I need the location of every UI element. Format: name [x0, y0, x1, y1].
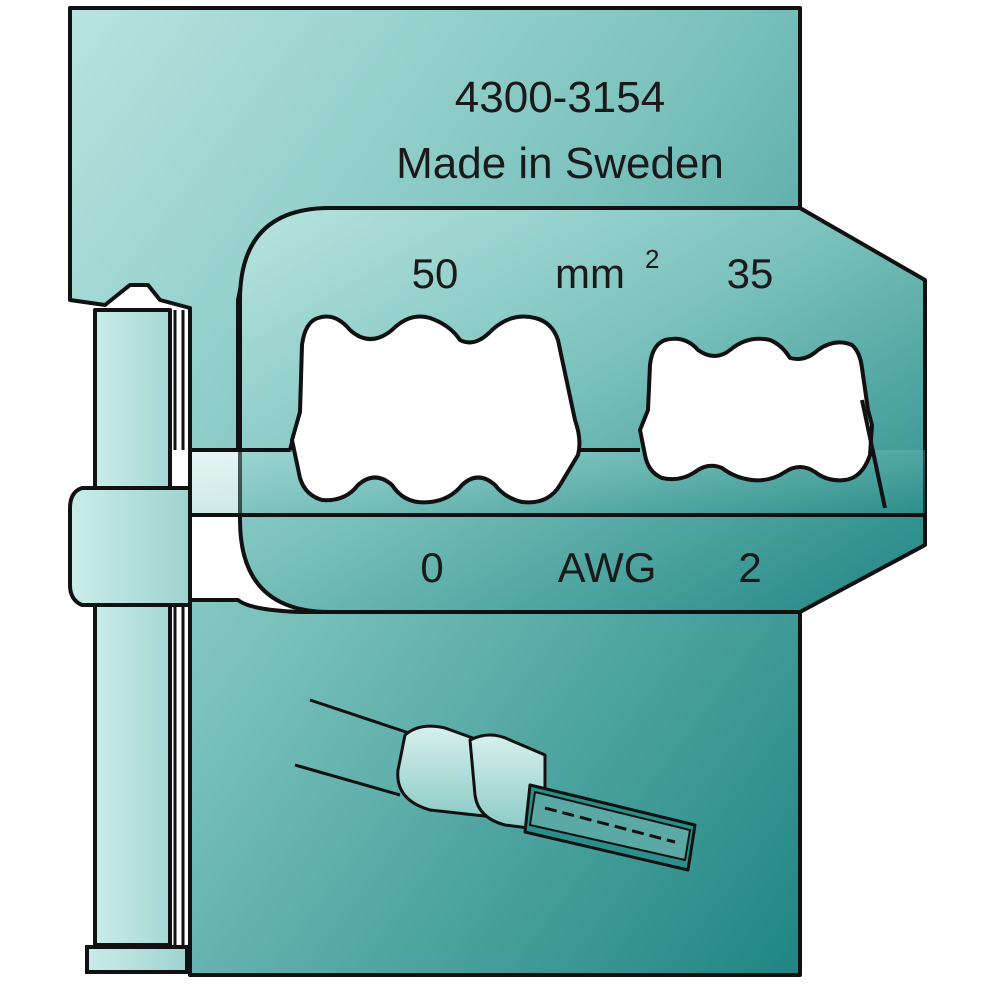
part-number: 4300-3154 [455, 73, 665, 122]
awg-2-label: 2 [738, 544, 761, 591]
unit-exponent-label: 2 [645, 244, 659, 274]
rail-foot [85, 945, 189, 974]
size-50-label: 50 [412, 250, 459, 297]
size-35-label: 35 [727, 250, 774, 297]
origin-label: Made in Sweden [396, 139, 724, 188]
unit-mm-label: mm [555, 250, 625, 297]
crimp-cavity-35 [638, 336, 874, 483]
rail-inner-line [173, 310, 185, 945]
ferrule-on-wire-icon [294, 698, 697, 872]
awg-unit-label: AWG [558, 544, 657, 591]
crimp-indent [544, 806, 676, 844]
ferrule-tip-face [528, 790, 692, 862]
rail-collar [68, 486, 192, 607]
crimp-cavity-50 [290, 314, 582, 505]
awg-0-label: 0 [420, 544, 443, 591]
locking-rail [93, 308, 187, 947]
